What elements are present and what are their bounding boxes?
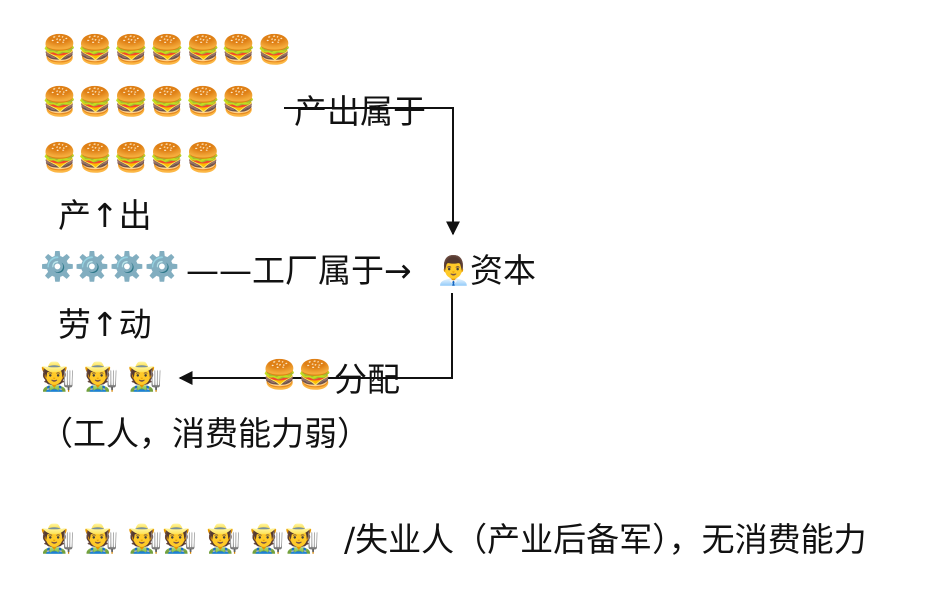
distribution-label: 分配 xyxy=(334,360,400,399)
output-belongs-label: 产出属于 xyxy=(294,92,426,131)
factory-belongs-label: ——工厂属于→ xyxy=(186,251,412,290)
worker-icons: 🧑‍🌾 🧑‍🌾 🧑‍🌾 xyxy=(40,360,163,393)
output-burger-row-3: 🍔🍔🍔🍔🍔 xyxy=(42,141,222,174)
unemployed-text: /失业人（产业后备军），无消费能力 xyxy=(344,520,867,559)
output-to-capital-arrow xyxy=(284,107,460,236)
capital-label: 资本 xyxy=(470,251,536,290)
capital-to-workers-arrow xyxy=(178,293,453,385)
unemployed-icons: 🧑‍🌾 🧑‍🌾 🧑‍🌾🧑‍🌾 🧑‍🌾 🧑‍🌾🧑‍🌾 xyxy=(40,522,320,555)
labor-label: 劳↑动 xyxy=(58,305,152,344)
workers-note: （工人，消费能力弱） xyxy=(40,414,370,453)
output-burger-row-2: 🍔🍔🍔🍔🍔🍔 xyxy=(42,85,258,118)
output-label: 产↑出 xyxy=(58,196,152,235)
distribution-burgers: 🍔🍔 xyxy=(262,358,334,391)
capitalist-icon: 👨‍💼 xyxy=(436,254,471,287)
output-burger-row-1: 🍔🍔🍔🍔🍔🍔🍔 xyxy=(42,33,294,66)
gear-icons: ⚙️⚙️⚙️⚙️ xyxy=(40,250,180,283)
